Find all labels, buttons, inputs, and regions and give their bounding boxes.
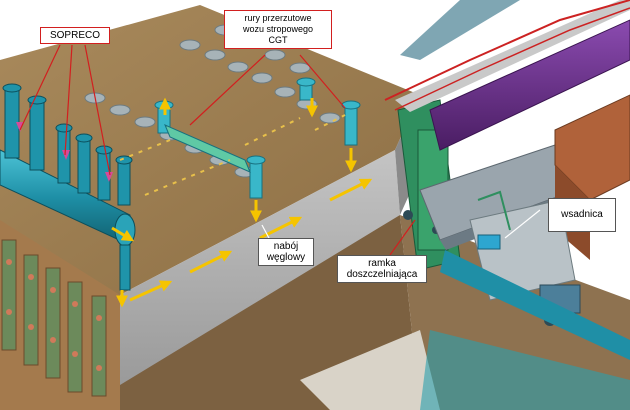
dashed-flow-lines <box>119 114 346 196</box>
transfer-pipes <box>154 77 361 199</box>
label-sealing-frame-line1: ramka <box>368 258 396 269</box>
sopreco-collector <box>0 83 136 291</box>
label-coal-charge-line2: węglowy <box>266 252 306 263</box>
ground-floor <box>300 330 440 410</box>
label-coal-charge: nabój węglowy <box>258 238 314 266</box>
label-sopreco: SOPRECO <box>40 27 110 44</box>
label-sopreco-text: SOPRECO <box>49 30 100 41</box>
leader-line-white <box>261 209 541 241</box>
label-sealing-frame-line2: doszczelniająca <box>346 269 418 280</box>
flow-arrows <box>111 97 373 308</box>
label-coal-charge-line1: nabój <box>273 241 299 252</box>
label-transfer-pipes-line3: CGT <box>268 35 288 45</box>
label-transfer-pipes: rury przerzutowe wozu stropowego CGT <box>224 10 332 49</box>
label-transfer-pipes-line1: rury przerzutowe <box>244 13 312 23</box>
leader-lines <box>19 44 416 256</box>
oven-front-face <box>120 150 400 385</box>
vertical-panels <box>1 239 107 397</box>
label-charging-car: wsadnica <box>548 198 616 232</box>
panel-valves <box>6 259 102 371</box>
roof-block <box>554 94 630 201</box>
label-sealing-frame: ramka doszczelniająca <box>337 255 427 283</box>
label-transfer-pipes-line2: wozu stropowego <box>242 24 314 34</box>
label-charging-car-text: wsadnica <box>561 209 603 220</box>
